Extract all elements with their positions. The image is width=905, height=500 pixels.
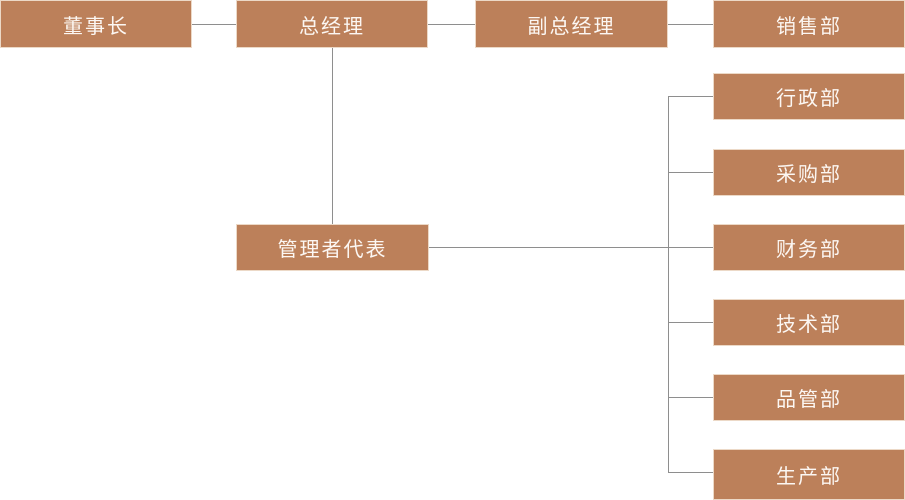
org-node-technology-dept: 技术部 [713,299,905,346]
org-node-label: 技术部 [776,312,842,336]
org-node-sales-dept: 销售部 [713,0,905,48]
connector-stub-admin-dept [668,96,713,97]
connector-general-manager-mgmt-rep [332,48,333,224]
connector-stub-technology-dept [668,322,713,323]
org-node-label: 董事长 [63,13,129,38]
org-node-deputy-general-manager: 副总经理 [475,0,668,48]
org-node-quality-dept: 品管部 [713,374,905,421]
org-node-management-representative: 管理者代表 [236,224,429,271]
connector-stub-quality-dept [668,397,713,398]
org-node-general-manager: 总经理 [236,0,428,48]
connector-general-manager-deputy [428,24,475,25]
connector-deputy-sales-dept [668,24,713,25]
org-node-label: 行政部 [776,86,842,110]
org-node-label: 总经理 [299,13,365,38]
org-node-label: 品管部 [776,387,842,411]
org-node-label: 副总经理 [527,13,616,38]
org-node-label: 管理者代表 [277,237,388,261]
connector-chairman-general-manager [192,24,236,25]
org-node-label: 生产部 [776,464,842,488]
connector-departments-trunk [668,96,669,473]
org-node-label: 财务部 [776,237,842,261]
org-node-finance-dept: 财务部 [713,224,905,271]
org-node-production-dept: 生产部 [713,449,905,500]
org-node-admin-dept: 行政部 [713,73,905,120]
org-node-chairman: 董事长 [0,0,192,48]
org-node-purchasing-dept: 采购部 [713,149,905,196]
org-node-label: 采购部 [776,162,842,186]
connector-stub-production-dept [668,472,713,473]
org-node-label: 销售部 [776,13,842,38]
connector-mgmt-rep-departments-trunk [429,247,713,248]
connector-stub-purchasing-dept [668,172,713,173]
